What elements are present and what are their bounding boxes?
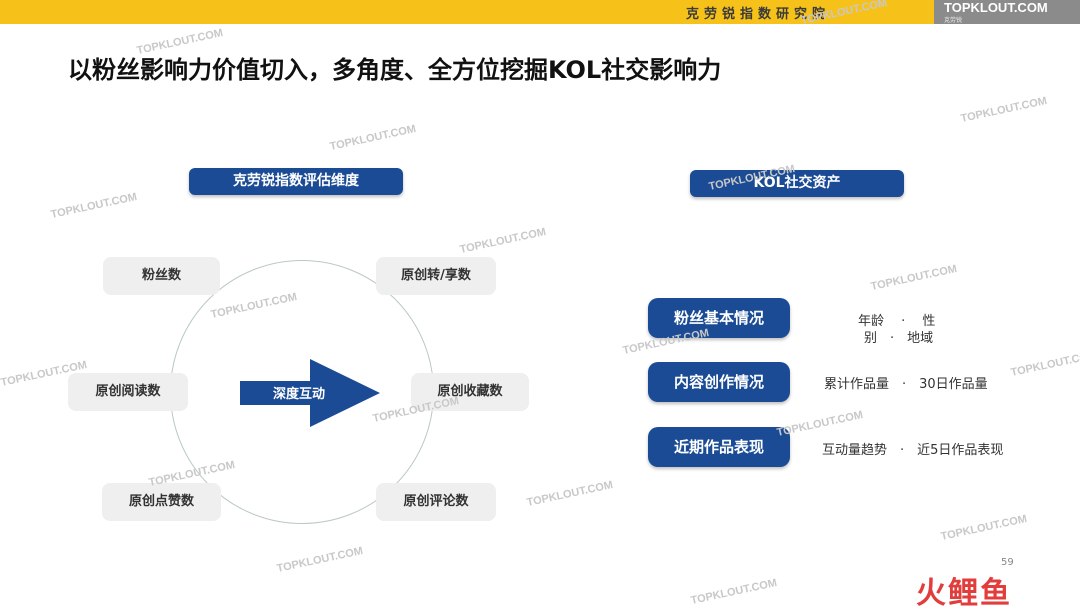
dimension-reads: 原创阅读数: [68, 373, 188, 411]
brand-name: TOPKLOUT.COM: [944, 0, 1048, 15]
dimension-shares: 原创转/享数: [376, 257, 496, 295]
dimension-likes: 原创点赞数: [102, 483, 221, 521]
asset-fans-detail-line2: 别 · 地域: [864, 331, 934, 346]
watermark: TOPKLOUT.COM: [458, 226, 548, 256]
watermark: TOPKLOUT.COM: [775, 409, 865, 439]
watermark: TOPKLOUT.COM: [869, 263, 959, 293]
watermark: TOPKLOUT.COM: [525, 479, 615, 509]
brand-logo: TOPKLOUT.COM 克劳锐: [934, 0, 1080, 24]
dimension-favorites: 原创收藏数: [411, 373, 529, 411]
asset-recent-detail: 互动量趋势 · 近5日作品表现: [822, 443, 1004, 458]
asset-fans-basic: 粉丝基本情况: [648, 298, 790, 338]
asset-fans-detail-line1: 年龄 · 性: [858, 314, 936, 329]
dimension-fans: 粉丝数: [103, 257, 220, 295]
watermark: TOPKLOUT.COM: [328, 123, 418, 153]
right-heading: KOL社交资产: [690, 170, 904, 197]
institute-name: 克劳锐指数研究院: [685, 7, 830, 22]
right-arrow-icon: [240, 359, 380, 427]
watermark: TOPKLOUT.COM: [275, 545, 365, 575]
left-heading: 克劳锐指数评估维度: [189, 168, 403, 195]
dimension-comments: 原创评论数: [376, 483, 496, 521]
page-title: 以粉丝影响力价值切入，多角度、全方位挖掘KOL社交影响力: [68, 56, 722, 84]
watermark: TOPKLOUT.COM: [939, 513, 1029, 543]
watermark: TOPKLOUT.COM: [689, 577, 779, 607]
brand-sub: 克劳锐: [944, 17, 963, 24]
footer-logo: 火鲤鱼: [916, 576, 1012, 611]
asset-recent-works: 近期作品表现: [648, 427, 790, 467]
header-bar: 克劳锐指数研究院 TOPKLOUT.COM 克劳锐: [0, 0, 1080, 24]
watermark: TOPKLOUT.COM: [1009, 349, 1080, 379]
asset-content-creation: 内容创作情况: [648, 362, 790, 402]
asset-content-detail: 累计作品量 · 30日作品量: [824, 377, 988, 392]
page-number: 59: [1001, 557, 1014, 568]
watermark: TOPKLOUT.COM: [49, 191, 139, 221]
center-label: 深度互动: [272, 387, 325, 402]
watermark: TOPKLOUT.COM: [959, 95, 1049, 125]
